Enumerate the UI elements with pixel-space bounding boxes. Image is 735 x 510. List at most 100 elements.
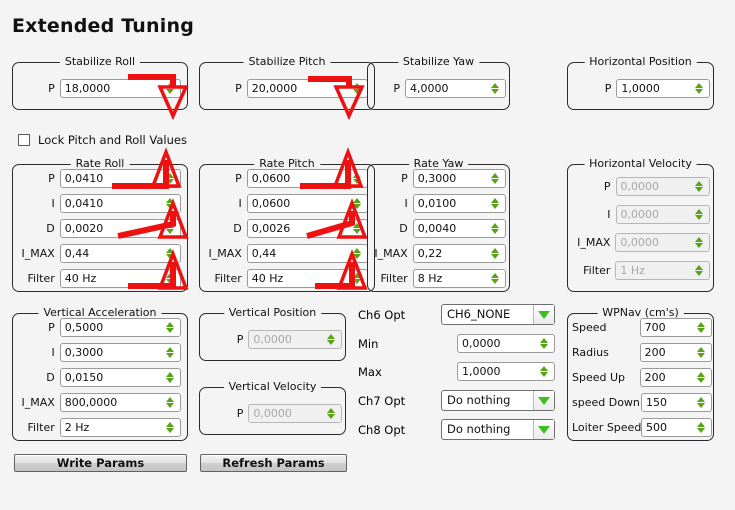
spinner-buttons[interactable]: [487, 270, 503, 287]
value-ch6-max[interactable]: 1,0000: [462, 365, 501, 378]
spinner-buttons[interactable]: [162, 394, 178, 411]
spinner-down-icon[interactable]: [491, 229, 499, 234]
spinner-rate-roll-p[interactable]: 0,0410: [59, 169, 181, 188]
value-rate-roll-p[interactable]: 0,0410: [64, 172, 104, 185]
value-rate-yaw-d[interactable]: 0,0040: [417, 222, 457, 235]
spinner-vertical-acceleration-p[interactable]: 0,5000: [59, 318, 181, 337]
spinner-stabilize-roll-p[interactable]: 18,0000: [59, 79, 181, 98]
spinner-down-icon[interactable]: [491, 204, 499, 209]
spinner-up-icon[interactable]: [697, 347, 705, 352]
spinner-up-icon[interactable]: [695, 209, 703, 214]
spinner-buttons[interactable]: [349, 80, 365, 97]
spinner-down-icon[interactable]: [540, 344, 548, 349]
value-stabilize-roll-p[interactable]: 18,0000: [64, 82, 111, 95]
value-vertical-velocity-p[interactable]: 0,0000: [253, 407, 292, 420]
spinner-up-icon[interactable]: [353, 223, 361, 228]
spinner-down-icon[interactable]: [166, 353, 174, 358]
spinner-down-icon[interactable]: [166, 428, 174, 433]
value-wpnav-speed-down[interactable]: 150: [646, 396, 667, 409]
spinner-down-icon[interactable]: [695, 215, 703, 220]
value-rate-yaw-i[interactable]: 0,0100: [417, 197, 457, 210]
spinner-vertical-acceleration-filter[interactable]: 2 Hz: [59, 418, 181, 437]
value-stabilize-yaw-p[interactable]: 4,0000: [410, 82, 449, 95]
value-rate-roll-filter[interactable]: 40 Hz: [64, 272, 97, 285]
value-rate-pitch-i[interactable]: 0,0600: [251, 197, 291, 210]
spinner-buttons[interactable]: [487, 245, 503, 262]
value-rate-pitch-imax[interactable]: 0,44: [251, 247, 277, 260]
spinner-horizontal-velocity-p[interactable]: 0,0000: [615, 177, 710, 196]
spinner-up-icon[interactable]: [697, 397, 705, 402]
spinner-down-icon[interactable]: [166, 254, 174, 259]
spinner-down-icon[interactable]: [166, 279, 174, 284]
spinner-rate-pitch-i[interactable]: 0,0600: [246, 194, 368, 213]
value-horizontal-position-p[interactable]: 1,0000: [621, 82, 660, 95]
value-vertical-acceleration-imax[interactable]: 800,0000: [64, 396, 118, 409]
spinner-down-icon[interactable]: [697, 403, 705, 408]
spinner-buttons[interactable]: [691, 206, 707, 223]
spinner-up-icon[interactable]: [491, 273, 499, 278]
chevron-down-icon[interactable]: [533, 391, 554, 410]
spinner-up-icon[interactable]: [491, 173, 499, 178]
value-vertical-acceleration-p[interactable]: 0,5000: [64, 321, 104, 334]
value-ch8-opt[interactable]: Do nothing: [447, 422, 511, 436]
spinner-down-icon[interactable]: [695, 243, 703, 248]
spinner-vertical-acceleration-i[interactable]: 0,3000: [59, 343, 181, 362]
value-vertical-acceleration-i[interactable]: 0,3000: [64, 346, 104, 359]
value-wpnav-loiter-speed[interactable]: 500: [646, 421, 667, 434]
value-rate-yaw-imax[interactable]: 0,22: [417, 247, 443, 260]
value-rate-pitch-d[interactable]: 0,0026: [251, 222, 291, 235]
spinner-buttons[interactable]: [349, 245, 365, 262]
spinner-down-icon[interactable]: [695, 89, 703, 94]
spinner-vertical-acceleration-d[interactable]: 0,0150: [59, 368, 181, 387]
value-ch6-opt[interactable]: CH6_NONE: [447, 307, 511, 321]
spinner-rate-roll-i[interactable]: 0,0410: [59, 194, 181, 213]
spinner-ch6-max[interactable]: 1,0000: [457, 362, 555, 381]
spinner-buttons[interactable]: [487, 80, 503, 97]
combo-ch8-opt[interactable]: Do nothing: [441, 419, 555, 440]
spinner-vertical-acceleration-imax[interactable]: 800,0000: [59, 393, 181, 412]
combo-ch6-opt[interactable]: CH6_NONE: [441, 304, 555, 325]
value-rate-yaw-filter[interactable]: 8 Hz: [417, 272, 443, 285]
value-rate-roll-d[interactable]: 0,0020: [64, 222, 104, 235]
spinner-up-icon[interactable]: [491, 83, 499, 88]
spinner-buttons[interactable]: [162, 369, 178, 386]
spinner-down-icon[interactable]: [697, 328, 705, 333]
value-rate-roll-imax[interactable]: 0,44: [64, 247, 90, 260]
spinner-down-icon[interactable]: [491, 279, 499, 284]
spinner-up-icon[interactable]: [327, 334, 335, 339]
spinner-up-icon[interactable]: [166, 198, 174, 203]
spinner-down-icon[interactable]: [166, 229, 174, 234]
spinner-up-icon[interactable]: [166, 83, 174, 88]
spinner-rate-pitch-filter[interactable]: 40 Hz: [246, 269, 368, 288]
lock-pitch-roll-checkbox[interactable]: [18, 134, 30, 146]
spinner-down-icon[interactable]: [353, 204, 361, 209]
spinner-down-icon[interactable]: [353, 254, 361, 259]
spinner-stabilize-pitch-p[interactable]: 20,0000: [246, 79, 368, 98]
spinner-buttons[interactable]: [162, 419, 178, 436]
spinner-up-icon[interactable]: [166, 422, 174, 427]
value-vertical-acceleration-d[interactable]: 0,0150: [64, 371, 104, 384]
spinner-buttons[interactable]: [349, 195, 365, 212]
value-wpnav-speed-up[interactable]: 200: [644, 371, 666, 384]
spinner-wpnav-loiter-speed[interactable]: 500: [641, 418, 712, 437]
spinner-up-icon[interactable]: [697, 372, 705, 377]
spinner-down-icon[interactable]: [491, 179, 499, 184]
spinner-vertical-velocity-p[interactable]: 0,0000: [248, 404, 342, 423]
spinner-buttons[interactable]: [349, 220, 365, 237]
spinner-down-icon[interactable]: [697, 428, 705, 433]
value-rate-pitch-p[interactable]: 0,0600: [251, 172, 291, 185]
spinner-down-icon[interactable]: [695, 271, 703, 276]
value-horizontal-velocity-imax[interactable]: 0,0000: [620, 236, 659, 249]
spinner-down-icon[interactable]: [697, 378, 705, 383]
spinner-up-icon[interactable]: [697, 322, 705, 327]
spinner-rate-yaw-p[interactable]: 0,3000: [412, 169, 506, 188]
spinner-up-icon[interactable]: [697, 422, 705, 427]
spinner-buttons[interactable]: [691, 234, 707, 251]
spinner-down-icon[interactable]: [695, 187, 703, 192]
spinner-horizontal-velocity-i[interactable]: 0,0000: [615, 205, 710, 224]
spinner-buttons[interactable]: [693, 394, 709, 411]
spinner-ch6-min[interactable]: 0,0000: [457, 334, 555, 353]
spinner-rate-pitch-imax[interactable]: 0,44: [246, 244, 368, 263]
spinner-buttons[interactable]: [162, 80, 178, 97]
spinner-up-icon[interactable]: [166, 397, 174, 402]
